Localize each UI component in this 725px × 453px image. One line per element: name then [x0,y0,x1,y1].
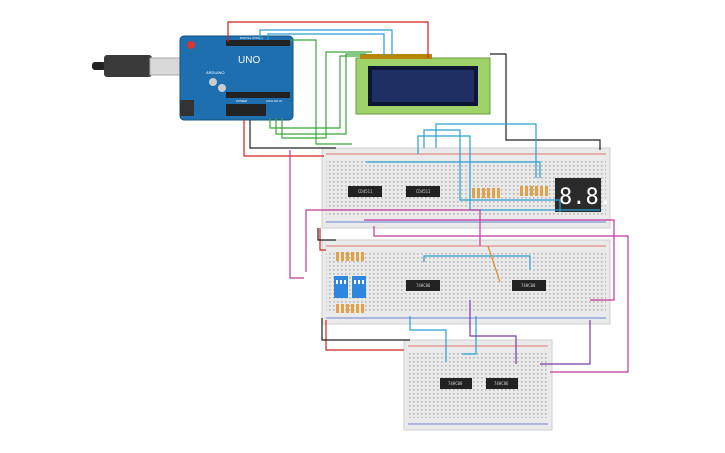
seven-segment-display[interactable]: 8.8. [555,178,612,212]
wire-black-4[interactable] [321,318,410,341]
chip-label: 74HC86 [416,283,431,288]
wire-red-4[interactable] [325,320,404,351]
lcd-screen [372,70,474,102]
arduino-brand-label: ARDUINO [206,70,224,75]
wire-green-4[interactable] [290,39,352,145]
wire-blue-1[interactable] [259,29,393,56]
wire-red-3[interactable] [319,228,326,251]
lcd-pin-header[interactable] [360,54,432,59]
wire-blue-5[interactable] [417,135,600,211]
dip-switch-1[interactable] [334,276,348,298]
arduino-uno-board[interactable]: UNO ARDUINO DIGITAL (PWM~) POWER ANALOG … [179,35,294,121]
chip-74hc08-board3[interactable]: 74HC08 [440,378,472,389]
chip-74hc08-board2[interactable]: 74HC08 [512,280,546,291]
wire-black-2[interactable] [490,53,601,150]
bb3-holes[interactable] [408,352,548,418]
wire-magenta-1[interactable] [305,209,481,272]
arduino-pcb [179,35,294,121]
wire-blue-8[interactable] [423,255,531,270]
chip-body [512,280,546,291]
power-jack [180,100,194,116]
analog-label: ANALOG IN [266,99,282,103]
wire-purple-1[interactable] [469,300,517,364]
chip-body [406,186,440,197]
chip-body [486,378,518,389]
breadboard-2[interactable] [321,239,611,325]
seven-segment-body [555,178,601,212]
wire-blue-7[interactable] [409,316,447,362]
chip-label: 74HC08 [448,381,463,386]
usb-cable[interactable] [92,55,183,77]
capacitor-1 [209,78,217,86]
capacitor-2 [218,84,226,92]
wire-black-3[interactable] [317,228,336,241]
chip-cd4511-right[interactable]: CD4511 [406,186,440,197]
chip-74hc86-board3[interactable]: 74HC86 [486,378,518,389]
chip-label: 74HC08 [521,283,536,288]
wire-magenta-2[interactable] [289,150,304,279]
digital-header-label: DIGITAL (PWM~) [240,36,263,40]
atmega-chip [226,104,266,116]
resistor-bank-1[interactable] [472,186,502,200]
chip-body [406,280,440,291]
bb2-holes[interactable] [326,252,606,312]
chip-label: CD4511 [416,189,431,194]
wire-black-1[interactable] [249,120,336,149]
arduino-model-label: UNO [238,55,260,66]
reset-button[interactable] [187,41,195,49]
digital-header[interactable] [226,40,290,46]
usb-plug-body [104,55,152,77]
wire-green-2[interactable] [275,53,366,135]
resistor-bank-2[interactable] [520,186,548,196]
wire-green-3[interactable] [281,51,372,139]
wire-magenta-4[interactable] [364,219,615,301]
chip-cd4511-left[interactable]: CD4511 [348,186,382,197]
wire-red-1[interactable] [227,21,429,58]
chip-74hc86-board2[interactable]: 74HC86 [406,280,440,291]
wires[interactable] [227,21,629,373]
power-label: POWER [236,99,248,103]
usb-plug-tip [92,62,106,70]
chip-body [348,186,382,197]
usb-connector [149,57,183,76]
wire-purple-2[interactable] [540,320,591,365]
wire-green-1[interactable] [269,55,360,129]
lcd-display[interactable] [355,54,491,115]
resistor-bank-3[interactable] [336,252,364,313]
breadboard-3[interactable] [403,339,553,431]
seven-segment-digits: 8.8. [559,185,612,210]
chip-body [440,378,472,389]
wire-magenta-3[interactable] [373,226,629,373]
wire-blue-9[interactable] [462,316,477,355]
wire-blue-6[interactable] [366,161,541,178]
wire-blue-4[interactable] [423,129,561,212]
chip-label: CD4511 [358,189,373,194]
analog-header[interactable] [226,92,290,98]
wire-red-2[interactable] [243,120,324,157]
wire-blue-2[interactable] [267,33,385,56]
dip-switch-2[interactable] [352,276,366,298]
wire-orange-1[interactable] [487,245,501,283]
chip-label: 74HC86 [494,381,509,386]
